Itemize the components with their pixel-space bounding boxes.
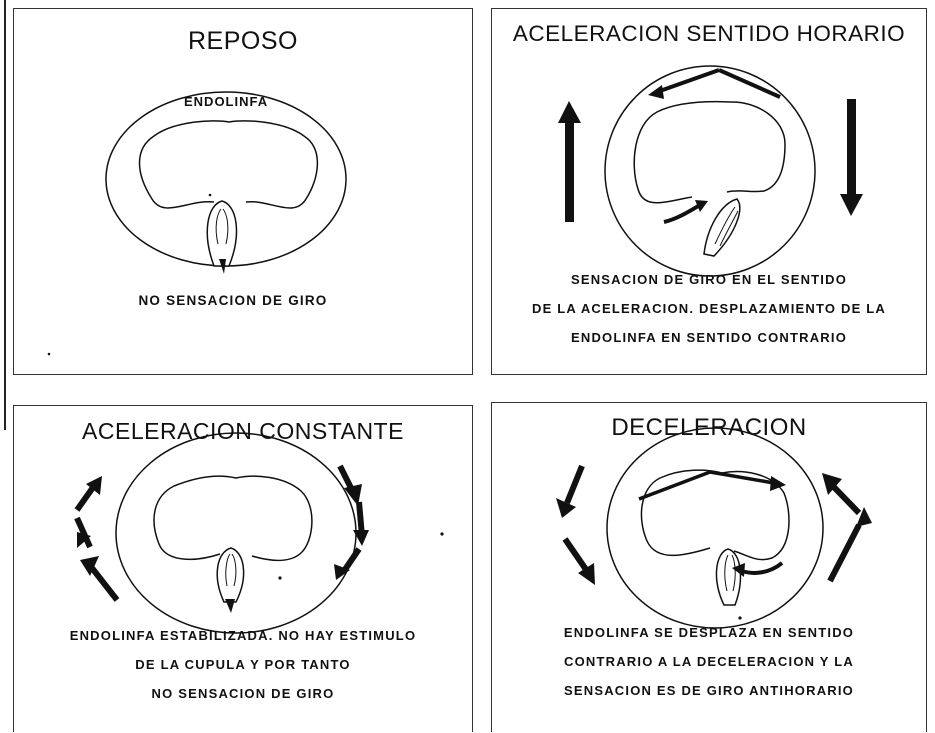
endolymph-flow-arrow [648,68,781,99]
dot [278,576,282,580]
panel-aceleracion-horario: ACELERACION SENTIDO HORARIO SENSACION DE… [491,8,927,375]
panel-title: REPOSO [188,27,298,55]
dot [47,352,51,356]
rotation-arrow-right [822,473,872,583]
canal-inner-wall [633,100,786,204]
rotation-arrow-down [840,99,863,216]
panel-caption-line: NO SENSACION DE GIRO [151,686,335,701]
panel-title: ACELERACION SENTIDO HORARIO [512,21,906,46]
rotation-arrow-right [334,464,369,580]
canal-inner-wall [138,120,319,209]
dot [738,616,742,620]
canal-inner-wall [640,469,790,561]
page-left-border [4,0,6,430]
panel-caption-line: NO SENSACION DE GIRO [138,293,328,308]
semicircular-canal-diagram [558,65,863,277]
panel-reposo: REPOSO ENDOLINFA NO SENSACION DE GIRO [13,8,473,375]
cupula-hair-cells [714,206,739,247]
arrow-head [732,563,745,577]
panel-caption-line: ENDOLINFA ESTABILIZADA. NO HAY ESTIMULO [69,628,417,643]
panel-caption-line: SENSACION ES DE GIRO ANTIHORARIO [564,683,854,698]
cupula [216,547,245,603]
dot [208,193,212,197]
arrow-head [695,200,708,212]
cupula-hair-cells [225,553,237,587]
cupula-deflection-arrow [741,561,784,575]
canal-inner-wall [153,475,313,562]
panel-deceleracion: DECELERACION ENDOLINFA SE DESPLAZA [491,402,927,732]
rotation-arrow-left [556,464,595,585]
endolymph-label: ENDOLINFA [184,94,269,109]
panel-caption-line: DE LA ACELERACION. DESPLAZAMIENTO DE LA [532,301,886,316]
canal-outer-wall [115,432,357,634]
panel-caption-line: CONTRARIO A LA DECELERACION Y LA [564,654,854,669]
panel-caption-line: SENSACION DE GIRO EN EL SENTIDO [570,272,848,287]
panel-caption-line: ENDOLINFA SE DESPLAZA EN SENTIDO [563,625,855,640]
canal-outer-wall [604,65,816,277]
panel-title: ACELERACION CONSTANTE [82,418,404,444]
panel-caption-line: DE LA CUPULA Y POR TANTO [135,657,351,672]
semicircular-canal-diagram [74,432,444,634]
endolymph-flow-arrow [638,470,786,501]
rotation-arrow-left [74,476,120,602]
cupula-base [225,599,235,613]
panel-caption-line: ENDOLINFA EN SENTIDO CONTRARIO [570,330,848,345]
semicircular-canal-diagram [47,91,347,356]
cupula [715,548,742,606]
cupula-base [219,259,226,274]
dot [440,532,444,536]
cupula-hair-cells [215,208,229,245]
cupula-deflection-arrow [663,203,702,224]
cupula [206,200,238,267]
semicircular-canal-diagram [556,427,872,629]
canal-outer-wall [606,427,824,629]
rotation-arrow-up [558,101,581,222]
panel-aceleracion-constante: ACELERACION CONSTANTE ENDOLINFA ESTABILI… [13,405,473,732]
